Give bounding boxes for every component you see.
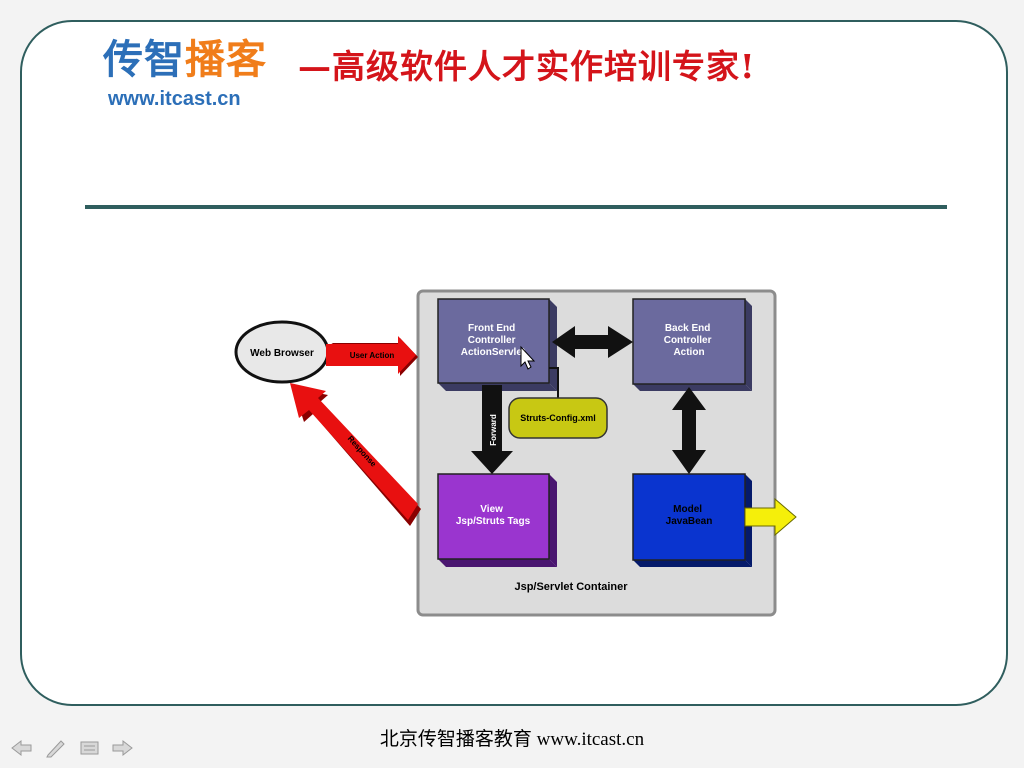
web-browser-label: Web Browser bbox=[250, 348, 314, 359]
web-browser-node: Web Browser bbox=[234, 320, 330, 384]
front-controller-line1: Front End bbox=[468, 323, 515, 334]
logo-url: www.itcast.cn bbox=[108, 88, 241, 110]
back-controller-line3: Action bbox=[673, 347, 704, 358]
user-action-label: User Action bbox=[350, 351, 395, 360]
front-controller-line3: ActionServlet bbox=[461, 347, 526, 358]
back-controller-line2: Controller bbox=[664, 335, 712, 346]
menu-icon[interactable] bbox=[78, 738, 102, 758]
prev-arrow-icon[interactable] bbox=[10, 738, 34, 758]
back-controller-box: Back End Controller Action bbox=[632, 298, 752, 391]
logo-text-blue: 传智 bbox=[103, 37, 185, 83]
pen-icon[interactable] bbox=[44, 738, 68, 758]
svg-text:Back End Controller: Back End Controller Action bbox=[664, 323, 715, 358]
logo-text-orange: 播客 bbox=[185, 37, 267, 83]
response-arrow: Response bbox=[290, 383, 421, 526]
next-arrow-icon[interactable] bbox=[110, 738, 134, 758]
front-controller-box: Front End Controller ActionServlet bbox=[437, 298, 557, 391]
container-label: Jsp/Servlet Container bbox=[514, 581, 628, 593]
svg-text:Model JavaBean: Model JavaBean bbox=[666, 504, 713, 527]
action-model-double-arrow bbox=[672, 387, 706, 474]
struts-config-label: Struts-Config.xml bbox=[520, 413, 596, 423]
model-output-arrow bbox=[744, 497, 797, 537]
itcast-logo: 传智播客 bbox=[103, 40, 267, 80]
front-controller-line2: Controller bbox=[468, 335, 516, 346]
model-line1: Model bbox=[673, 504, 702, 515]
struts-config-pill: Struts-Config.xml bbox=[508, 397, 608, 439]
back-controller-line1: Back End bbox=[665, 323, 711, 334]
forward-label: Forward bbox=[489, 414, 498, 446]
svg-text:View Jsp/Struts Tags: View Jsp/Struts Tags bbox=[456, 504, 531, 527]
controller-double-arrow bbox=[552, 326, 633, 358]
view-box: View Jsp/Struts Tags bbox=[437, 473, 557, 567]
view-line1: View bbox=[480, 504, 503, 515]
header-divider bbox=[85, 205, 947, 209]
model-box: Model JavaBean bbox=[632, 473, 752, 567]
view-line2: Jsp/Struts Tags bbox=[456, 516, 531, 527]
footer-text: 北京传智播客教育 www.itcast.cn bbox=[379, 729, 645, 750]
slogan-title: —高级软件人才实作培训专家! bbox=[298, 47, 756, 86]
model-line2: JavaBean bbox=[666, 516, 713, 527]
svg-text:Front End Controller: Front End Controller ActionServlet bbox=[461, 323, 526, 358]
user-action-arrow: User Action bbox=[326, 336, 418, 376]
mouse-cursor-icon bbox=[520, 345, 536, 370]
config-connector bbox=[549, 367, 559, 400]
forward-arrow: Forward bbox=[471, 385, 513, 474]
